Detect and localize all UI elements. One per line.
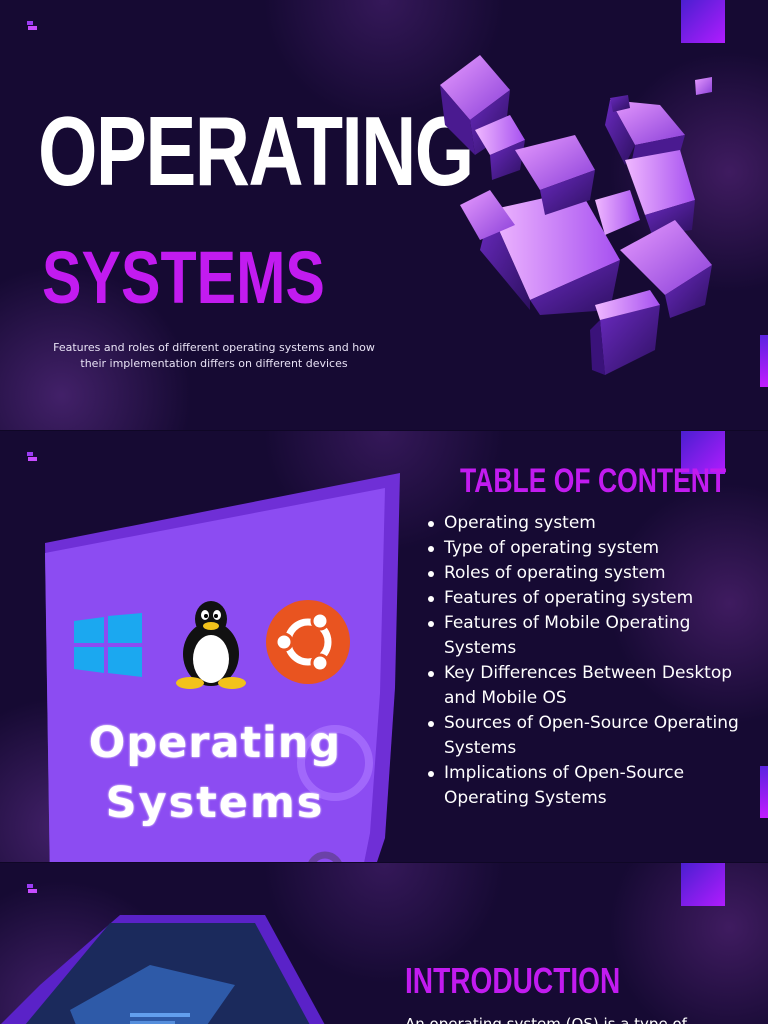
slide-title: OPERATING SYSTEMS Features and roles of … xyxy=(0,0,768,430)
toc-item-types: Type of operating system xyxy=(422,536,752,561)
toc-item-desktop-vs-mobile: Key Differences Between Desktop and Mobi… xyxy=(422,661,752,711)
card-shape xyxy=(45,473,400,862)
card-heading-line-2: Systems xyxy=(105,778,325,828)
toc-item-operating-system: Operating system xyxy=(422,511,752,536)
ubuntu-logo-icon xyxy=(266,600,350,684)
edge-decoration xyxy=(760,335,768,387)
introduction-text: An operating system (OS) is a type of xyxy=(405,1015,687,1024)
brand-mini-icon xyxy=(27,452,37,461)
brand-mini-icon xyxy=(27,884,37,893)
slide-introduction: INTRODUCTION An operating system (OS) is… xyxy=(0,863,768,1024)
page-title: OPERATING xyxy=(38,96,474,206)
introduction-heading: INTRODUCTION xyxy=(405,960,621,1001)
toc-item-features: Features of operating system xyxy=(422,586,752,611)
page-subtitle: SYSTEMS xyxy=(42,236,325,319)
corner-decoration xyxy=(681,431,725,474)
description-line-2: their implementation differs on differen… xyxy=(80,357,348,370)
windows-logo-icon xyxy=(74,613,142,677)
slide-description: Features and roles of different operatin… xyxy=(40,340,388,372)
cubes-illustration xyxy=(440,55,712,375)
toc-heading: TABLE OF CONTENT xyxy=(460,462,727,500)
toc-item-open-source-sources: Sources of Open-Source Operating Systems xyxy=(422,711,752,761)
toc-item-roles: Roles of operating system xyxy=(422,561,752,586)
laptop-illustration xyxy=(1,915,325,1024)
os-feature-card: Operating Systems xyxy=(40,473,410,862)
card-heading-line-1: Operating xyxy=(88,718,342,768)
linux-penguin-icon xyxy=(176,601,246,689)
edge-decoration xyxy=(760,766,768,818)
slide-table-of-content: Operating Systems TABLE OF CONTENT Opera… xyxy=(0,431,768,862)
brand-mini-icon xyxy=(27,21,37,30)
toc-item-open-source-implications: Implications of Open-Source Operating Sy… xyxy=(422,761,752,811)
toc-list: Operating system Type of operating syste… xyxy=(422,511,752,811)
toc-item-mobile-features: Features of Mobile Operating Systems xyxy=(422,611,752,661)
corner-decoration xyxy=(681,863,725,906)
description-line-1: Features and roles of different operatin… xyxy=(53,341,375,354)
corner-decoration xyxy=(681,0,725,43)
